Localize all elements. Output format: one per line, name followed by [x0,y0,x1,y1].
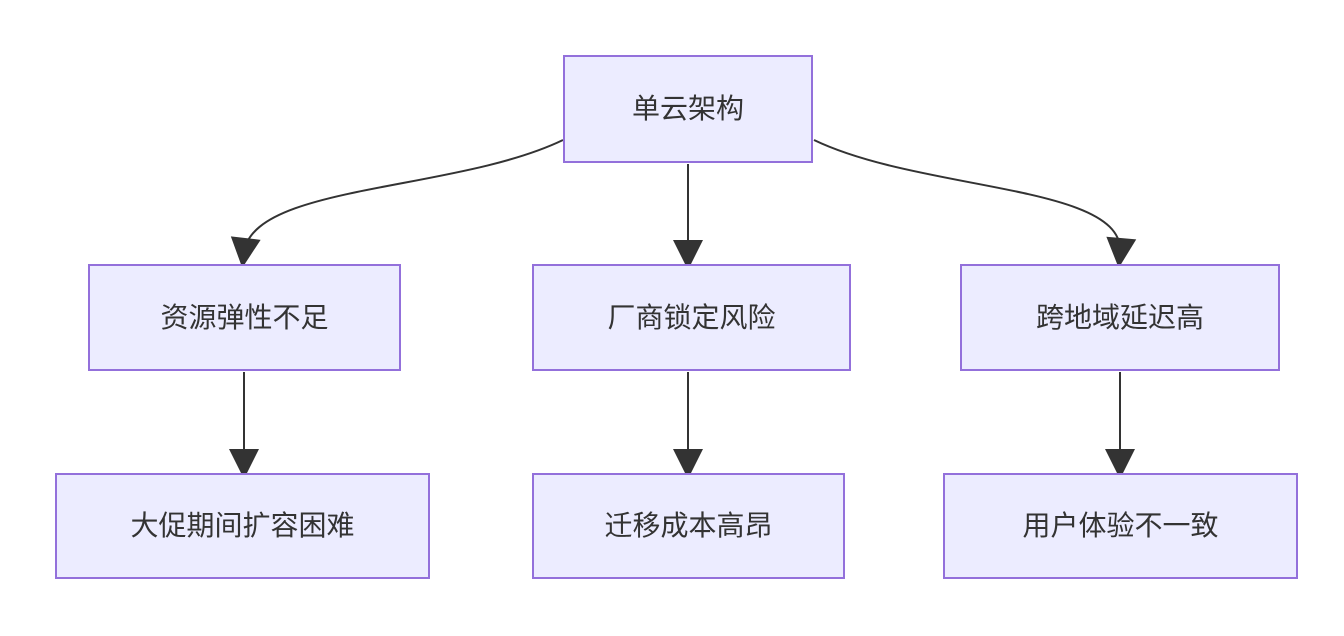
node-cross-region-latency-high: 跨地域延迟高 [960,264,1280,371]
edge-root-to-elasticity [230,139,564,268]
node-inconsistent-user-experience: 用户体验不一致 [943,473,1298,579]
node-label: 资源弹性不足 [160,301,329,333]
node-label: 大促期间扩容困难 [130,510,355,542]
node-migration-cost-high: 迁移成本高昂 [532,473,845,579]
node-promo-scaling-difficulty: 大促期间扩容困难 [55,473,430,579]
node-single-cloud-architecture: 单云架构 [563,55,813,163]
node-resource-elasticity-insufficient: 资源弹性不足 [88,264,401,371]
node-label: 跨地域延迟高 [1035,301,1204,333]
node-label: 厂商锁定风险 [607,301,776,333]
node-vendor-lockin-risk: 厂商锁定风险 [532,264,851,371]
edge-root-to-latency [813,139,1137,268]
node-label: 单云架构 [631,93,744,125]
node-label: 用户体验不一致 [1022,510,1219,542]
node-label: 迁移成本高昂 [604,510,773,542]
